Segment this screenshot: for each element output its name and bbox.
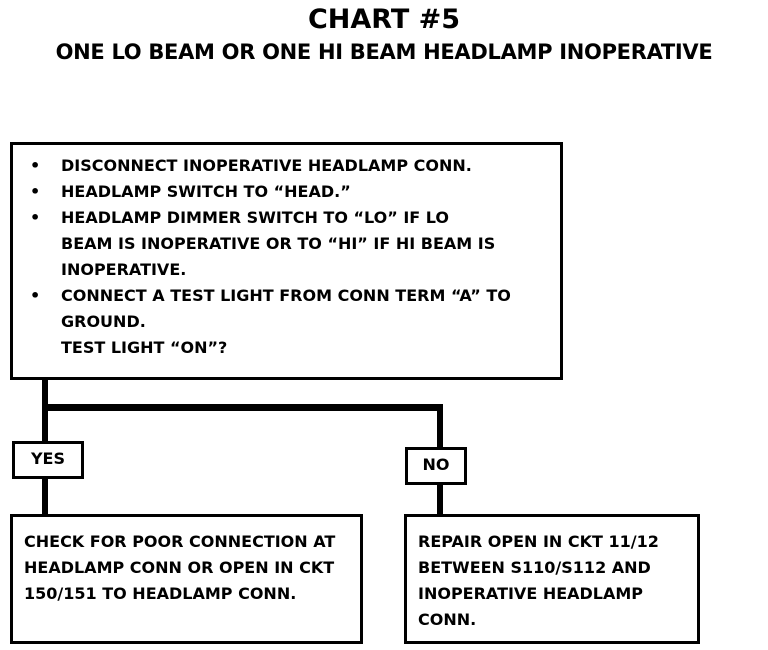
yes-drop-line	[42, 409, 48, 441]
step-text: CONNECT A TEST LIGHT FROM CONN TERM “A” …	[61, 286, 511, 331]
step-text: HEADLAMP DIMMER SWITCH TO “LO” IF LO BEA…	[61, 208, 496, 279]
no-label: NO	[405, 447, 467, 485]
chart-title: CHART #5	[307, 4, 461, 35]
trunk-line	[42, 380, 48, 409]
yes-result-line	[42, 479, 48, 514]
yes-result-box: CHECK FOR POOR CONNECTION AT HEADLAMP CO…	[10, 514, 363, 644]
step-text: DISCONNECT INOPERATIVE HEADLAMP CONN.	[61, 156, 472, 175]
bullet-icon: •	[30, 208, 41, 227]
step-item: • HEADLAMP SWITCH TO “HEAD.”	[25, 179, 550, 205]
no-drop-line	[437, 409, 443, 447]
step-item: • HEADLAMP DIMMER SWITCH TO “LO” IF LO B…	[25, 205, 501, 283]
no-result-text: REPAIR OPEN IN CKT 11/12 BETWEEN S110/S1…	[418, 532, 659, 629]
no-result-line	[437, 485, 443, 514]
bullet-icon: •	[30, 286, 41, 305]
branch-line	[42, 404, 443, 411]
yes-label: YES	[12, 441, 84, 479]
test-question: TEST LIGHT “ON”?	[61, 338, 228, 357]
bullet-icon: •	[30, 182, 41, 201]
bullet-icon: •	[30, 156, 41, 175]
procedure-steps: • DISCONNECT INOPERATIVE HEADLAMP CONN. …	[25, 153, 550, 335]
step-item: • DISCONNECT INOPERATIVE HEADLAMP CONN.	[25, 153, 550, 179]
yes-result-text: CHECK FOR POOR CONNECTION AT HEADLAMP CO…	[24, 532, 336, 603]
step-item: • CONNECT A TEST LIGHT FROM CONN TERM “A…	[25, 283, 551, 335]
test-procedure-box: • DISCONNECT INOPERATIVE HEADLAMP CONN. …	[10, 142, 563, 380]
chart-subtitle: ONE LO BEAM OR ONE HI BEAM HEADLAMP INOP…	[55, 40, 713, 64]
step-text: HEADLAMP SWITCH TO “HEAD.”	[61, 182, 351, 201]
no-result-box: REPAIR OPEN IN CKT 11/12 BETWEEN S110/S1…	[404, 514, 700, 644]
